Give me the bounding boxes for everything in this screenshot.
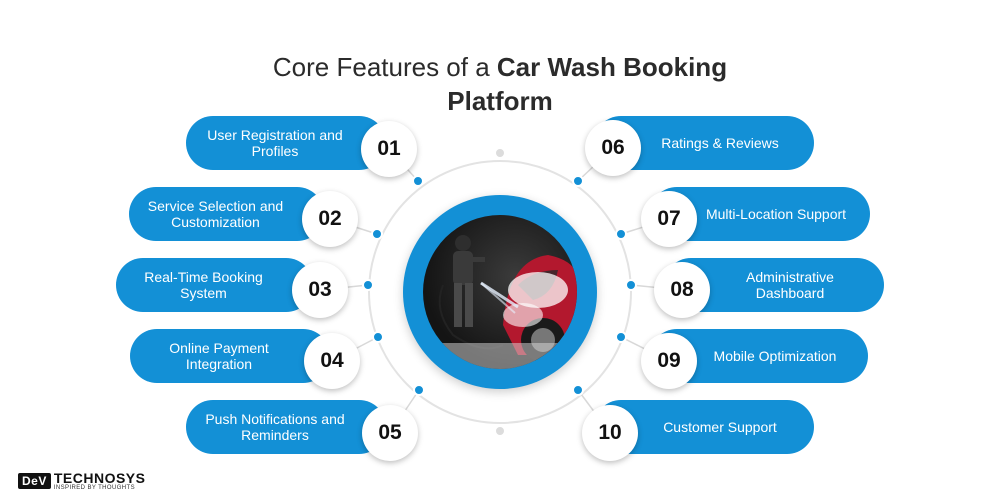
feature-pill-05: Push Notifications and Reminders [186, 400, 386, 454]
ring-dot-bottom [494, 425, 506, 437]
feature-label: Mobile Optimization [713, 348, 837, 364]
feature-pill-03: Real-Time Booking System [116, 258, 313, 312]
page-title: Core Features of a Car Wash Booking Plat… [0, 50, 1000, 118]
title-bold-line1: Car Wash Booking [496, 52, 728, 82]
logo-name: TECHNOSYS [53, 469, 146, 486]
logo-tagline: INSPIRED BY THOUGHTS [53, 484, 135, 491]
ring-dot-08 [625, 279, 637, 291]
ring-dot-04 [372, 331, 384, 343]
feature-number-04: 04 [304, 333, 360, 389]
ring-dot-02 [371, 228, 383, 240]
ring-dot-10 [572, 384, 584, 396]
car-wash-photo [423, 215, 577, 369]
feature-label: User Registration and Profiles [207, 127, 343, 159]
feature-number-01: 01 [361, 121, 417, 177]
feature-number-07: 07 [641, 191, 697, 247]
ring-dot-03 [362, 279, 374, 291]
feature-pill-01: User Registration and Profiles [186, 116, 386, 170]
feature-number-03: 03 [292, 262, 348, 318]
feature-pill-02: Service Selection and Customization [129, 187, 324, 241]
feature-pill-04: Online Payment Integration [130, 329, 330, 383]
feature-number-06: 06 [585, 120, 641, 176]
outer-ring [368, 160, 632, 424]
ring-dot-01 [412, 175, 424, 187]
feature-label: Push Notifications and Reminders [205, 411, 345, 443]
feature-label: Online Payment Integration [169, 340, 269, 372]
feature-label: Ratings & Reviews [661, 135, 779, 151]
ring-dot-07 [615, 228, 627, 240]
feature-label: Customer Support [663, 419, 777, 435]
feature-number-10: 10 [582, 405, 638, 461]
ring-dot-06 [572, 175, 584, 187]
title-bold-line2: Platform [447, 86, 553, 116]
ring-dot-09 [615, 331, 627, 343]
title-plain: Core Features of a [272, 52, 497, 82]
logo-mark: DeV [18, 473, 51, 489]
ring-dot-top [494, 147, 506, 159]
feature-number-09: 09 [641, 333, 697, 389]
company-logo: DeV TECHNOSYS INSPIRED BY THOUGHTS [18, 470, 145, 492]
feature-number-08: 08 [654, 262, 710, 318]
feature-label: Service Selection and Customization [147, 198, 284, 230]
feature-label: Multi-Location Support [705, 206, 847, 222]
feature-number-05: 05 [362, 405, 418, 461]
feature-label: Real-Time Booking System [144, 269, 263, 301]
feature-label: Administrative Dashboard [746, 269, 834, 301]
ring-dot-05 [413, 384, 425, 396]
feature-number-02: 02 [302, 191, 358, 247]
